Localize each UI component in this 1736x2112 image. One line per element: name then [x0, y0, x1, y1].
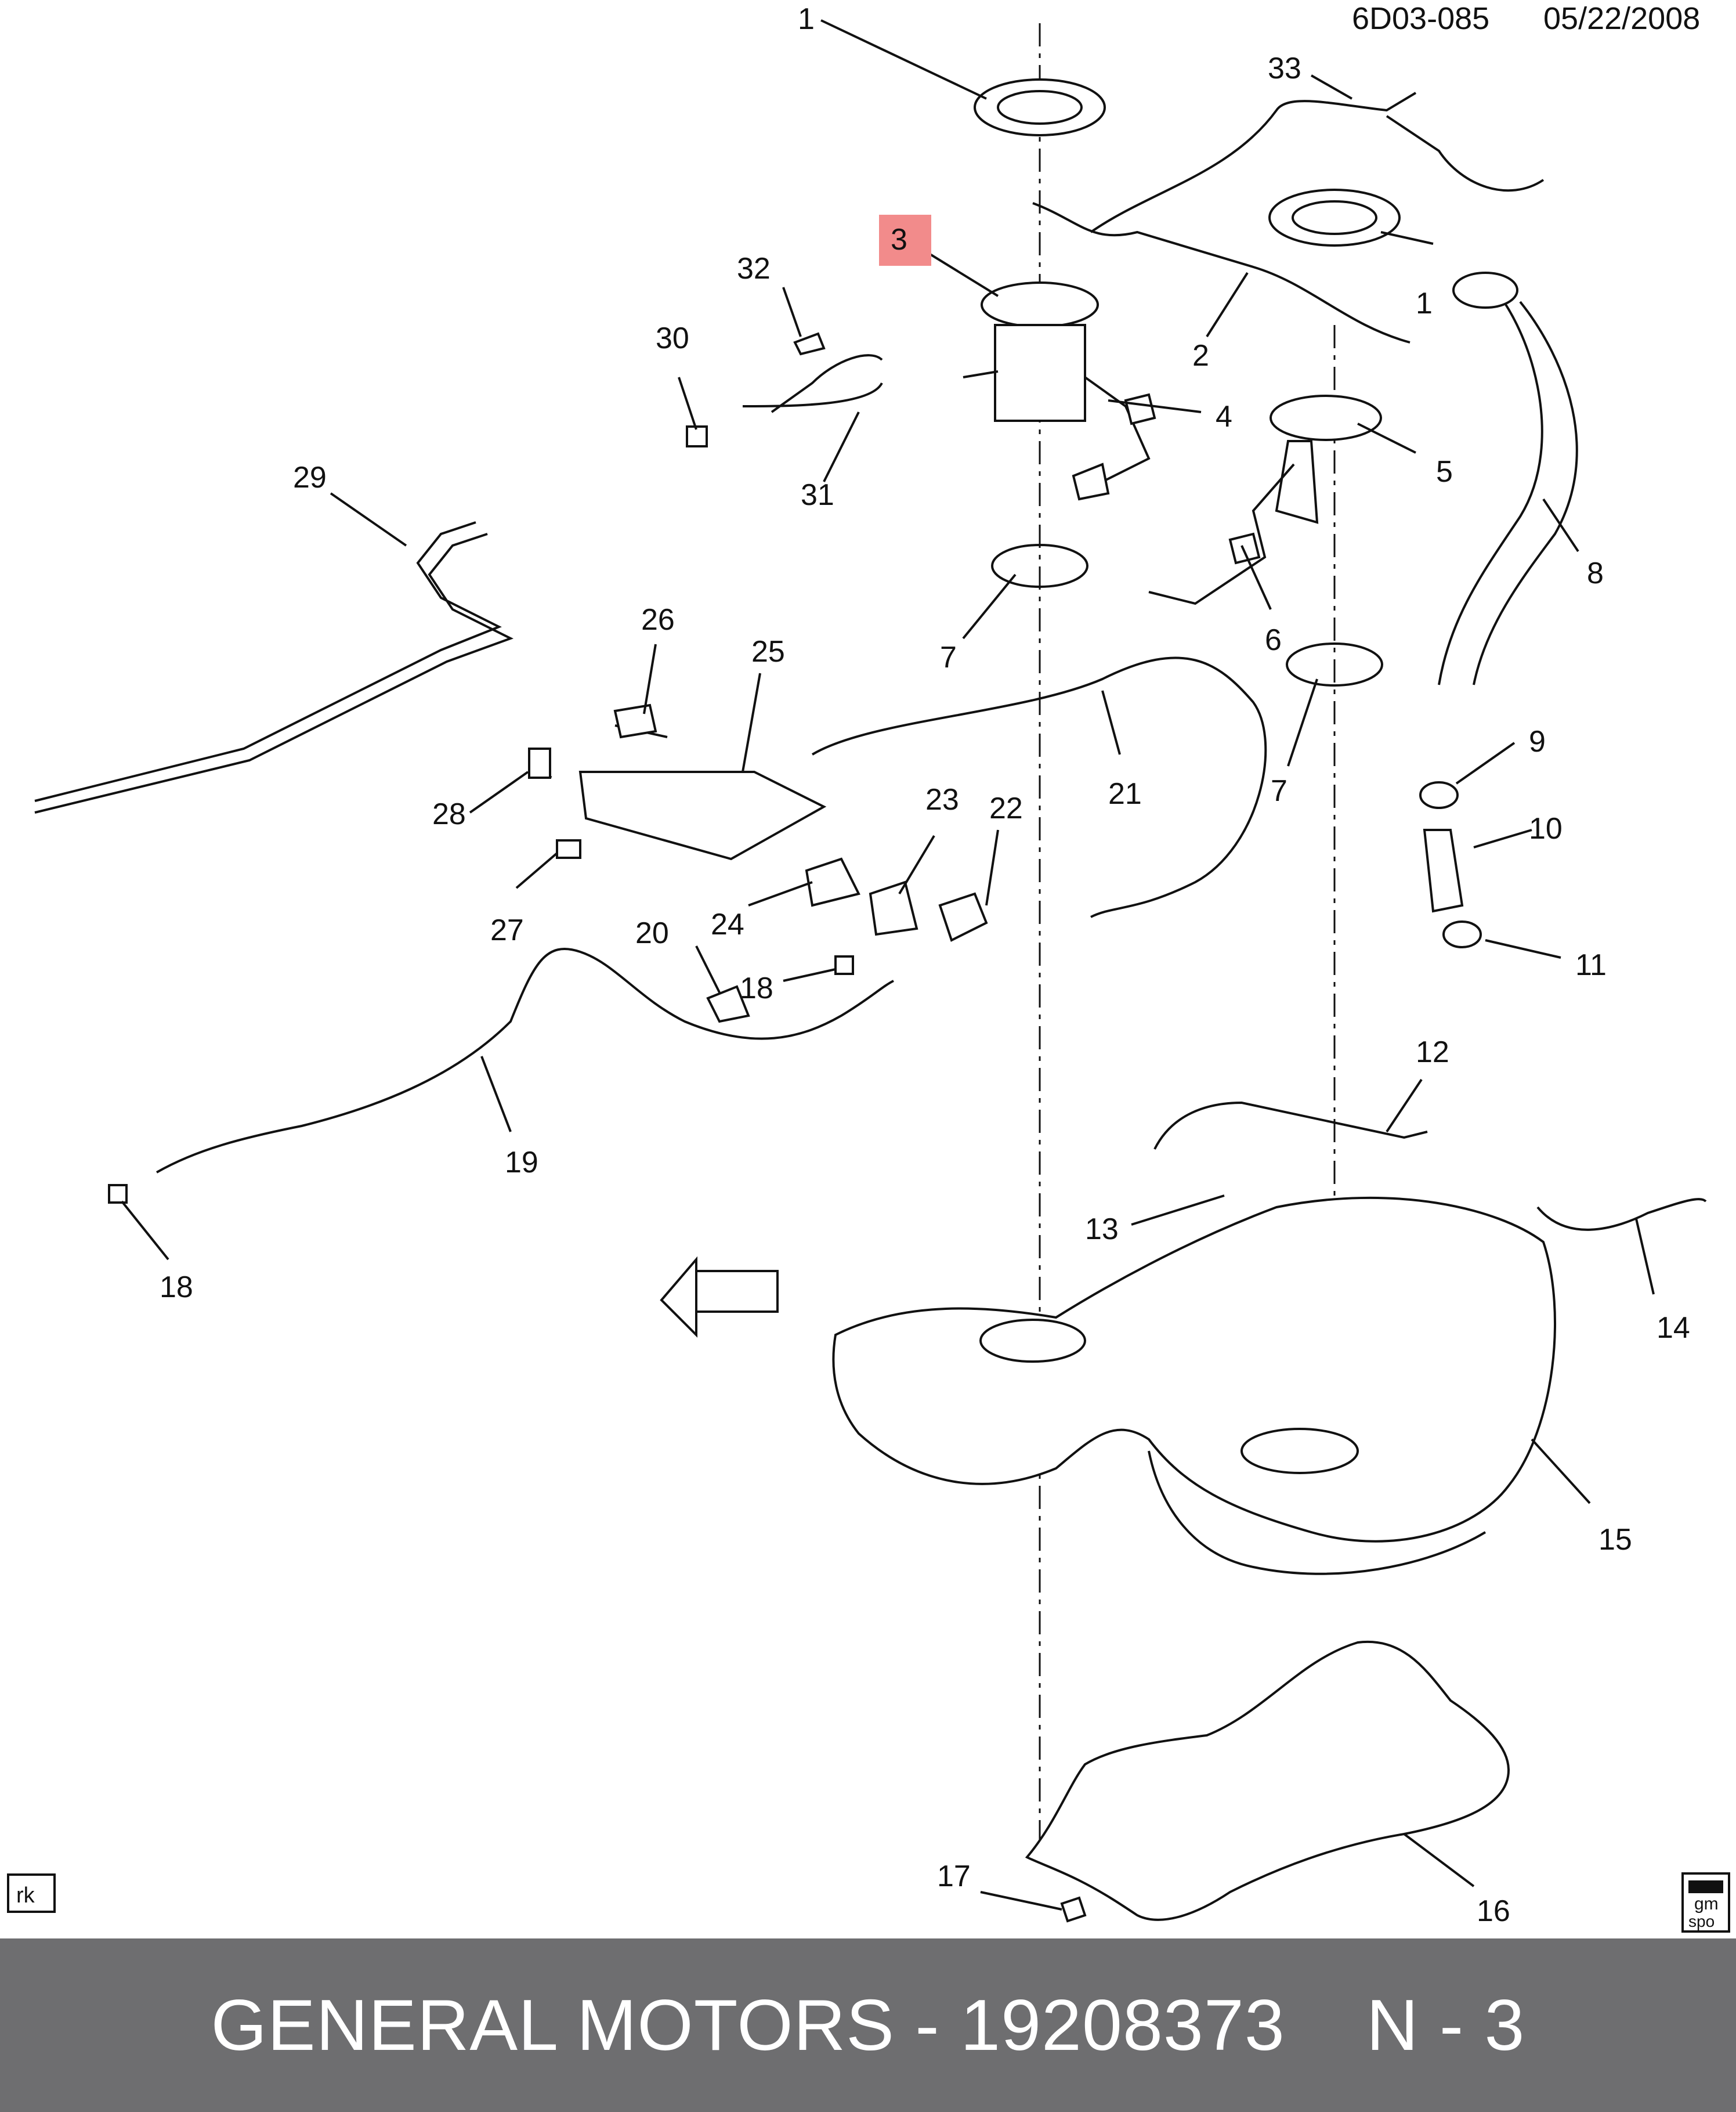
- o-ring-right: [1286, 642, 1383, 687]
- rear-line-19: [156, 948, 894, 1174]
- callout-19: 19: [505, 1146, 538, 1179]
- fuel-pump-module: [963, 281, 1151, 501]
- fuel-sender-module: [1148, 395, 1382, 605]
- gm-spo-logo: gm spo: [1681, 1872, 1730, 1933]
- clip-30: [686, 425, 708, 447]
- clip-18-upper: [834, 955, 854, 975]
- logo-text-top: gm: [1694, 1894, 1719, 1914]
- connector-26: [613, 703, 657, 739]
- callout-8: 8: [1587, 557, 1604, 590]
- footer-bar: GENERAL MOTORS - 19208373 N - 3: [0, 1938, 1736, 2112]
- lock-ring-right: [1268, 189, 1401, 247]
- tank-lines: [1153, 1101, 1707, 1231]
- clip-18-lower: [108, 1184, 128, 1204]
- callout-18-upper: 18: [740, 972, 773, 1005]
- callout-29: 29: [293, 461, 327, 494]
- fill-hose: [1423, 829, 1464, 913]
- front-arrow-icon: [660, 1256, 779, 1338]
- callout-28: 28: [432, 797, 466, 831]
- callout-24: 24: [711, 908, 744, 941]
- callout-26: 26: [641, 603, 675, 637]
- callout-27: 27: [490, 914, 524, 947]
- drawing-date: 05/22/2008: [1543, 1, 1700, 36]
- connector-20: [706, 985, 750, 1023]
- fuel-tank: [832, 1196, 1556, 1575]
- parts-diagram: 6D03-085 05/22/2008: [7, 1, 1730, 1933]
- evap-canister: [536, 713, 827, 861]
- logo-text-bottom: spo: [1688, 1912, 1715, 1930]
- o-ring-left: [991, 544, 1088, 588]
- callout-1-right: 1: [1416, 287, 1433, 320]
- hose-clamp-upper: [1419, 781, 1459, 809]
- callout-7-left: 7: [940, 641, 957, 674]
- rk-badge-text: rk: [16, 1883, 35, 1908]
- canister-bracket: [869, 880, 918, 936]
- callout-14: 14: [1657, 1311, 1690, 1345]
- callout-22: 22: [989, 792, 1023, 825]
- callout-21: 21: [1108, 777, 1142, 811]
- rk-badge: rk: [7, 1873, 56, 1913]
- callout-5: 5: [1436, 455, 1453, 489]
- canister-vent-filter: [938, 892, 988, 942]
- callout-6: 6: [1265, 623, 1282, 657]
- callout-25: 25: [751, 635, 785, 669]
- callout-31: 31: [801, 478, 834, 512]
- lock-ring-top: [974, 78, 1106, 136]
- callout-13: 13: [1085, 1212, 1119, 1246]
- highlight-box: [879, 215, 931, 266]
- filler-pipe: [1438, 277, 1578, 685]
- callout-32: 32: [737, 252, 771, 286]
- callout-12: 12: [1416, 1035, 1449, 1069]
- callout-20: 20: [635, 916, 669, 950]
- callout-23: 23: [925, 783, 959, 817]
- fastener-17: [1060, 1896, 1087, 1923]
- connector-28: [528, 748, 551, 779]
- callout-leaders: [121, 19, 1655, 1911]
- callout-16: 16: [1477, 1894, 1510, 1928]
- wiring-harness: [1032, 92, 1545, 344]
- clip-27: [556, 839, 581, 859]
- callout-10: 10: [1529, 812, 1563, 846]
- footer-dash: -: [915, 1985, 940, 2066]
- heat-shield: [1025, 1640, 1510, 1921]
- insulator-4: [1124, 393, 1156, 425]
- bolt-32: [793, 332, 826, 356]
- callout-15: 15: [1598, 1523, 1632, 1557]
- vapor-line: [811, 656, 1267, 918]
- fuel-feed-lines: [34, 521, 514, 814]
- callout-11: 11: [1575, 948, 1607, 982]
- callout-labels: 1 1 2 3 4 5 6 7 7 8 9 10 11 12 13 14 15 …: [160, 2, 1690, 1928]
- filter-cover: [805, 857, 860, 907]
- callout-1-top: 1: [798, 2, 815, 36]
- callout-7-right: 7: [1271, 774, 1287, 808]
- connector-6: [1228, 532, 1261, 565]
- callout-30: 30: [656, 322, 689, 355]
- callout-18-lower: 18: [160, 1270, 193, 1304]
- drawing-code: 6D03-085: [1352, 1, 1489, 36]
- callout-33: 33: [1268, 52, 1301, 85]
- callout-4: 4: [1216, 400, 1232, 434]
- hose-clamp-lower: [1442, 920, 1482, 948]
- callout-3: 3: [891, 223, 907, 257]
- callout-17: 17: [937, 1860, 971, 1893]
- footer-ref: N - 3: [1366, 1985, 1525, 2066]
- filler-cap: [1452, 272, 1518, 309]
- callout-2: 2: [1192, 339, 1209, 373]
- footer-part-number: 19208373: [960, 1985, 1285, 2066]
- footer-brand: GENERAL MOTORS: [211, 1985, 895, 2066]
- fuel-pipe-31: [742, 354, 883, 413]
- callout-9: 9: [1529, 725, 1546, 759]
